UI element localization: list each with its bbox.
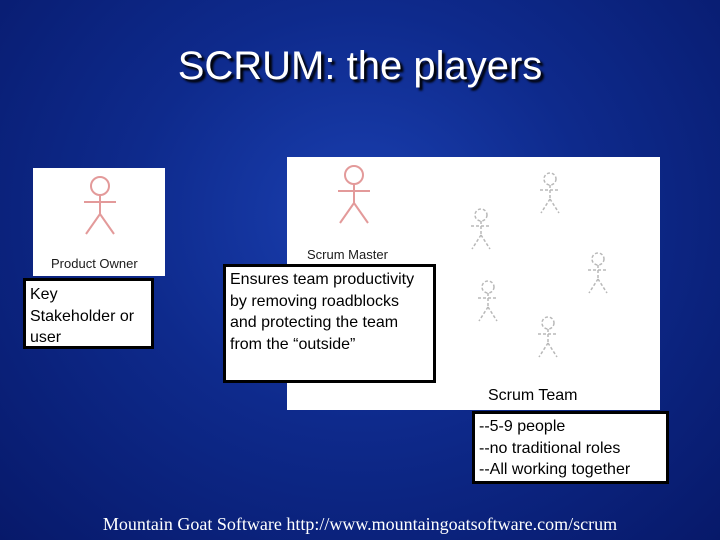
team-note: --no traditional roles <box>479 439 621 457</box>
team-member-figure-icon <box>478 280 498 322</box>
product-owner-description: Key Stakeholder or user <box>23 278 154 349</box>
scrum-team-notes: --5-9 people --no traditional roles --Al… <box>472 411 669 484</box>
team-note: --5-9 people <box>479 418 566 435</box>
team-member-figure-icon <box>538 316 558 358</box>
scrum-master-figure-icon <box>338 165 370 224</box>
team-member-figure-icon <box>540 172 560 214</box>
scrum-team-caption: Scrum Team <box>488 387 578 404</box>
footer-credit: Mountain Goat Software http://www.mounta… <box>102 514 618 534</box>
team-note: --All working together <box>479 461 631 478</box>
scrum-master-caption: Scrum Master <box>307 247 388 262</box>
slide-title: SCRUM: the players <box>177 44 543 88</box>
product-owner-caption: Product Owner <box>51 256 138 271</box>
product-owner-figure-icon <box>84 176 116 235</box>
product-owner-panel: Product Owner <box>33 168 165 276</box>
team-member-figure-icon <box>471 208 491 250</box>
team-member-figure-icon <box>588 252 608 294</box>
scrum-master-description: Ensures team productivity by removing ro… <box>223 264 436 383</box>
